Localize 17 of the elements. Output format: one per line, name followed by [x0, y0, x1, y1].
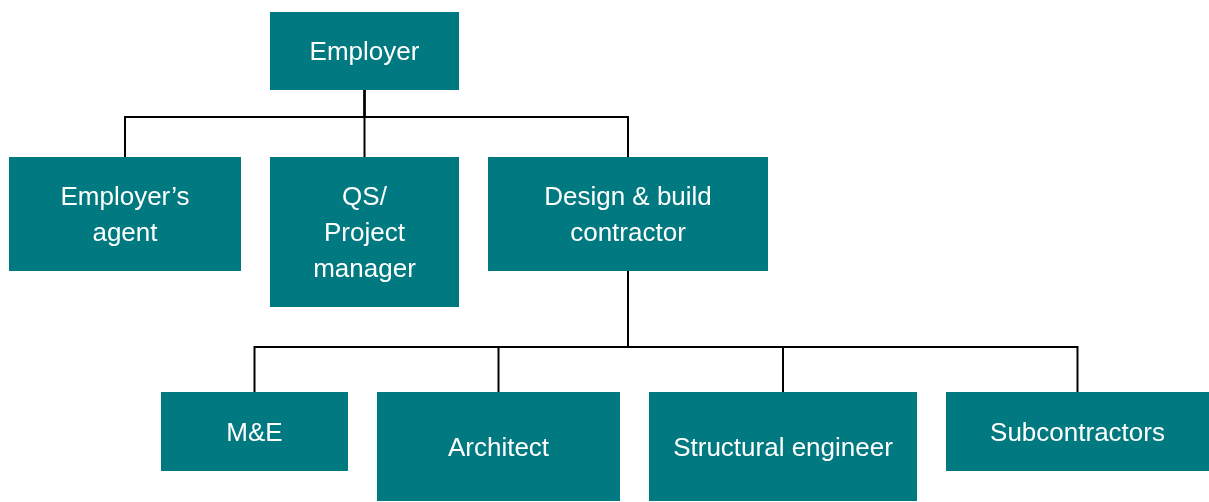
role-label: Design & build contractor — [543, 180, 713, 249]
org-box — [377, 392, 620, 501]
org-box — [9, 157, 241, 271]
org-box — [946, 392, 1209, 471]
org-box — [649, 392, 917, 501]
org-box — [270, 12, 459, 90]
role-label: Subcontractors — [990, 415, 1165, 449]
role-label: Structural engineer — [673, 430, 893, 464]
connector-line — [363, 89, 629, 158]
org-box — [161, 392, 348, 471]
role-label: Architect — [447, 430, 550, 464]
org-box — [270, 157, 459, 307]
org-box — [488, 157, 768, 271]
role-label: Employer — [309, 35, 420, 68]
role-label: M&E — [226, 415, 283, 449]
role-label: Employer’s agent — [59, 180, 191, 249]
role-label: QS/ Project manager — [312, 180, 417, 285]
